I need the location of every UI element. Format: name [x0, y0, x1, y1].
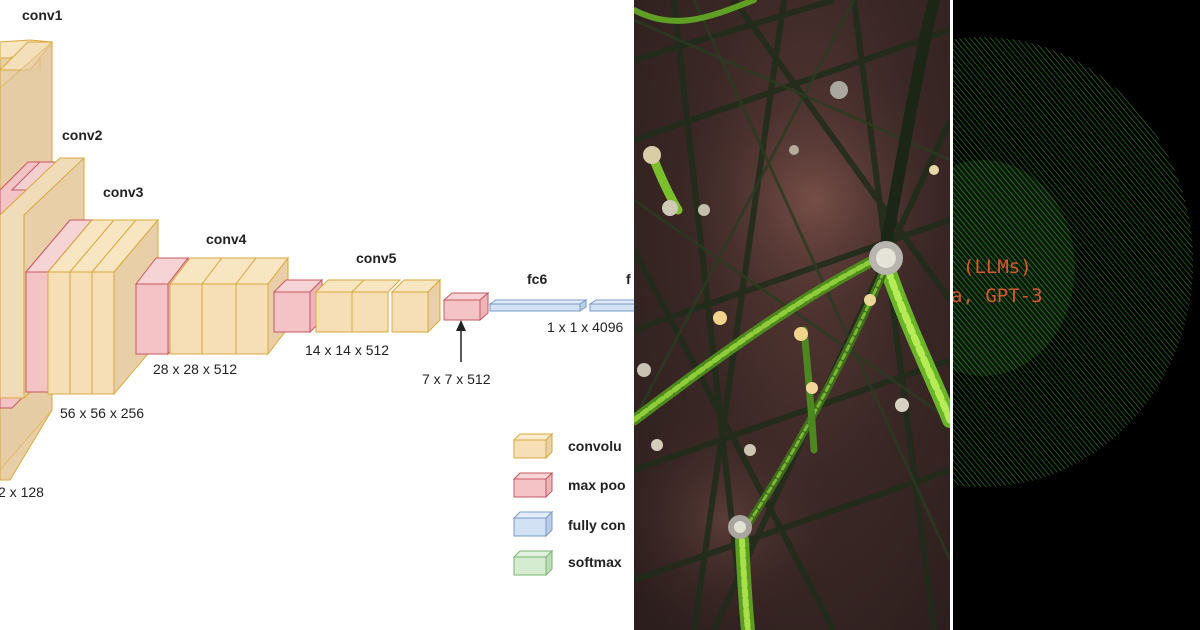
- pool5-size: 7 x 7 x 512: [422, 371, 491, 387]
- fc7-block: [588, 299, 634, 312]
- conv4-label: conv4: [206, 231, 247, 247]
- fc6-size: 1 x 1 x 4096: [547, 319, 623, 335]
- legend-item-softmax: softmax: [512, 549, 622, 577]
- conv3-block: [24, 218, 160, 396]
- pool5-block: [442, 291, 490, 362]
- conv2-label: conv2: [62, 127, 103, 143]
- legend-label-softmax: softmax: [568, 554, 622, 570]
- inner-ellipse: [953, 160, 1075, 376]
- cnn-diagram: conv1 2 x 128 conv2: [0, 7, 634, 577]
- conv1-label: conv1: [22, 7, 63, 23]
- llm-text-line2: a, GPT-3: [953, 285, 1043, 307]
- legend-item-conv: convolu: [512, 432, 622, 460]
- legend-item-fc: fully con: [512, 510, 626, 538]
- rope-network-image: [634, 0, 950, 630]
- llm-text-line1: (LLMs): [963, 256, 1032, 278]
- conv4-block: [134, 256, 290, 356]
- conv5-size: 14 x 14 x 512: [305, 342, 389, 358]
- conv3-label: conv3: [103, 184, 144, 200]
- fc6-label: fc6: [527, 271, 547, 287]
- conv5-block: [272, 278, 442, 334]
- fc7-label: f: [626, 271, 631, 287]
- connector-nodes: [637, 81, 939, 539]
- legend-label-fc: fully con: [568, 517, 626, 533]
- legend-label-conv: convolu: [568, 438, 622, 454]
- rope-network-photo: [634, 0, 950, 630]
- llm-diagram-panel: (LLMs) a, GPT-3: [953, 0, 1200, 630]
- fc6-block: [488, 299, 588, 312]
- legend: convolu max poo fully con: [512, 432, 626, 577]
- conv2-size: 56 x 56 x 256: [60, 405, 144, 421]
- conv4-size: 28 x 28 x 512: [153, 361, 237, 377]
- llm-diagram: (LLMs) a, GPT-3: [953, 37, 1193, 487]
- legend-label-pool: max poo: [568, 477, 626, 493]
- conv1-size: 2 x 128: [0, 484, 44, 500]
- panel-divider: [950, 0, 953, 630]
- legend-item-pool: max poo: [512, 471, 626, 499]
- cnn-diagram-panel: conv1 2 x 128 conv2: [0, 7, 634, 577]
- conv5-label: conv5: [356, 250, 397, 266]
